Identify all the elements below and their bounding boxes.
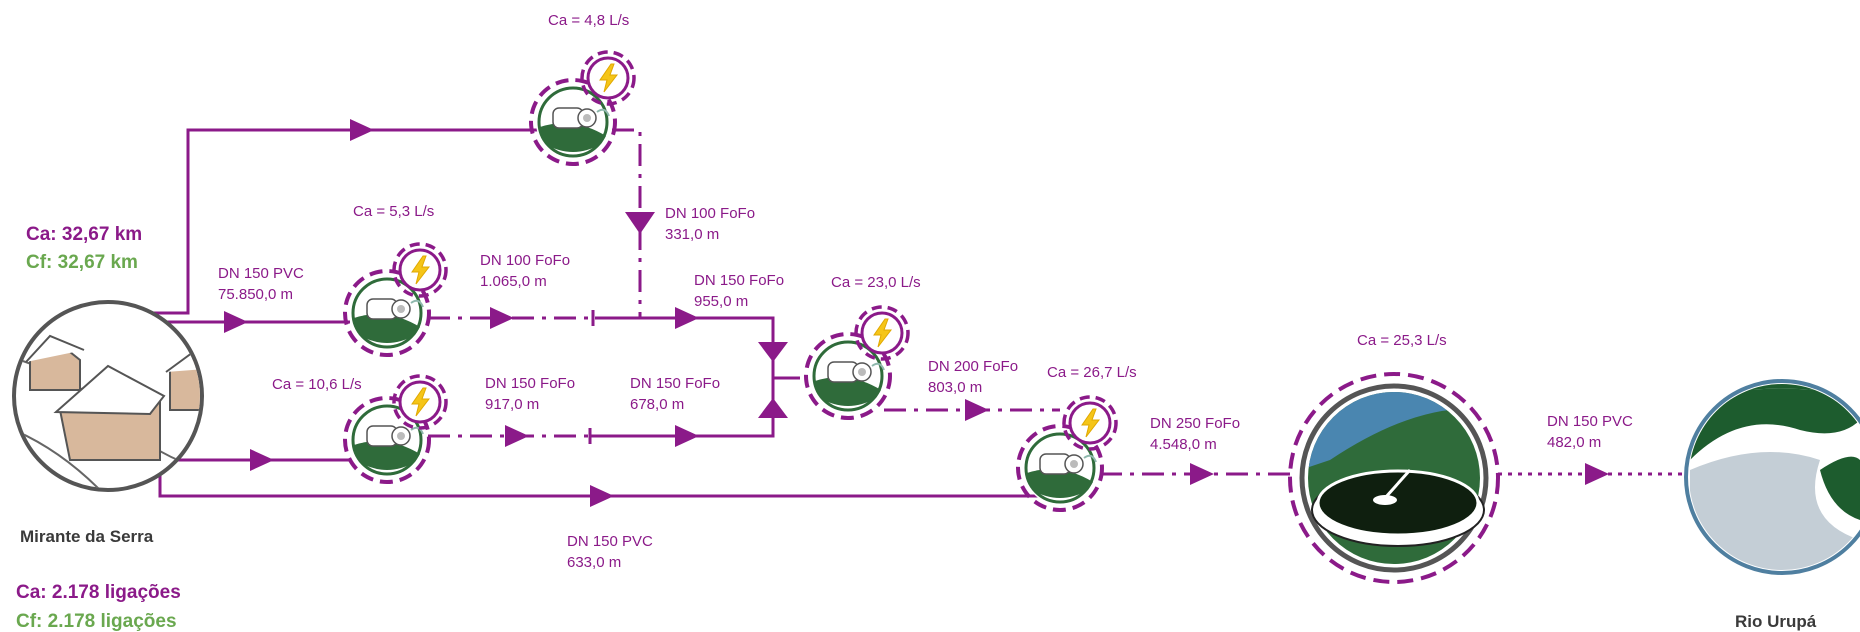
treatment-plant-icon[interactable] xyxy=(1288,372,1500,584)
flow-top: Ca = 4,8 L/s xyxy=(548,12,629,29)
flow-pump-1: Ca = 5,3 L/s xyxy=(353,203,434,220)
pipe-dn: DN 150 PVC xyxy=(1547,413,1633,430)
pump-station-4[interactable] xyxy=(1016,395,1118,512)
pipe-dn: DN 200 FoFo xyxy=(928,358,1018,375)
city-ca-length: Ca: 32,67 km xyxy=(26,224,142,245)
pipe-dn: DN 100 FoFo xyxy=(665,205,755,222)
pipe-dn: DN 150 FoFo xyxy=(630,375,720,392)
pipe-length: 1.065,0 m xyxy=(480,273,547,290)
pipe-length: 917,0 m xyxy=(485,396,539,413)
city-cf-connections: Cf: 2.178 ligações xyxy=(16,611,177,632)
pipe-length: 633,0 m xyxy=(567,554,621,571)
pipe-lines xyxy=(150,128,1040,498)
pipe-ticks xyxy=(588,310,595,444)
city-icon xyxy=(12,300,204,492)
river-icon xyxy=(1684,379,1860,575)
city-ca-connections: Ca: 2.178 ligações xyxy=(16,582,181,603)
pipe-dn: DN 150 PVC xyxy=(218,265,304,282)
pipe-length: 678,0 m xyxy=(630,396,684,413)
pipe-dn: DN 100 FoFo xyxy=(480,252,570,269)
pipe-length: 75.850,0 m xyxy=(218,286,293,303)
flow-pump-3: Ca = 23,0 L/s xyxy=(831,274,921,291)
pipe-dn: DN 150 PVC xyxy=(567,533,653,550)
city-cf-length: Cf: 32,67 km xyxy=(26,252,138,273)
river-name: Rio Urupá xyxy=(1735,612,1817,631)
pump-station-top[interactable] xyxy=(529,50,636,166)
flow-arrows xyxy=(224,119,1609,507)
pipe-length: 331,0 m xyxy=(665,226,719,243)
pipe-length: 955,0 m xyxy=(694,293,748,310)
pipe-dn: DN 150 FoFo xyxy=(485,375,575,392)
pipe-length: 803,0 m xyxy=(928,379,982,396)
pump-station-3[interactable] xyxy=(804,305,910,420)
pipe-length: 482,0 m xyxy=(1547,434,1601,451)
flow-pump-4: Ca = 26,7 L/s xyxy=(1047,364,1137,381)
pipe-labels: DN 150 PVC 75.850,0 m DN 100 FoFo 1.065,… xyxy=(218,205,1633,571)
flow-pump-2: Ca = 10,6 L/s xyxy=(272,376,362,393)
pump-station-1[interactable] xyxy=(343,242,448,357)
city-name: Mirante da Serra xyxy=(20,527,154,546)
pipe-dn: DN 250 FoFo xyxy=(1150,415,1240,432)
pipe-dn: DN 150 FoFo xyxy=(694,272,784,289)
flow-treatment: Ca = 25,3 L/s xyxy=(1357,332,1447,349)
pipe-length: 4.548,0 m xyxy=(1150,436,1217,453)
